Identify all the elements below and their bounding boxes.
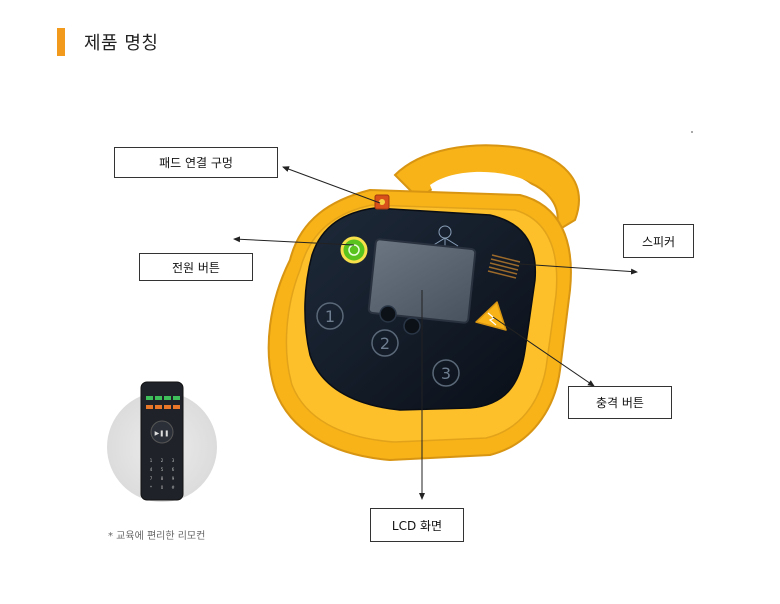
remote-key: 0 (161, 485, 164, 490)
step-label: 2 (380, 334, 390, 353)
speck (691, 131, 693, 133)
pad-connector-port (374, 194, 390, 210)
shock-button[interactable] (475, 301, 507, 331)
step-button-1[interactable]: 1 (316, 302, 344, 330)
page-title: 제품 명칭 (84, 33, 159, 54)
remote-key: 8 (161, 476, 164, 481)
remote-play-label: ▶❚❚ (155, 430, 170, 437)
remote-key: 7 (150, 476, 153, 481)
remote-key: 5 (161, 467, 164, 472)
callout-power-button: 전원 버튼 (139, 253, 253, 281)
callout-pad-port: 패드 연결 구멍 (114, 147, 278, 178)
leader-power (233, 236, 355, 246)
power-button[interactable] (340, 236, 368, 264)
remote-key: 2 (161, 458, 164, 463)
remote-key: 3 (172, 458, 175, 463)
leader-pad-port (282, 166, 381, 204)
remote-keypad: 1 2 3 4 5 6 7 8 9 * 0 # (150, 458, 176, 490)
speaker-grille (487, 254, 521, 279)
callout-speaker: 스피커 (623, 224, 694, 258)
aed-trainer-device: 1 2 3 (267, 144, 580, 462)
step-label: 3 (441, 364, 451, 383)
leader-speaker (519, 263, 638, 275)
remote-key: 9 (172, 476, 175, 481)
remote-key: 6 (172, 467, 175, 472)
callout-lcd-screen: LCD 화면 (370, 508, 464, 542)
step-label: 1 (325, 307, 335, 326)
leader-lines (233, 166, 638, 500)
remote-play-icon (150, 420, 174, 444)
remote-key: 4 (150, 467, 153, 472)
remote-caption: * 교육에 편리한 리모컨 (108, 531, 206, 542)
callout-shock-button: 충격 버튼 (568, 386, 672, 419)
remote-key: 1 (150, 458, 153, 463)
title-accent-bar (57, 28, 65, 56)
remote-key: * (150, 485, 152, 490)
round-key[interactable] (379, 305, 397, 323)
remote-key: # (171, 485, 175, 490)
lcd-screen (367, 238, 477, 324)
step-button-3[interactable]: 3 (432, 359, 460, 387)
remote-control: ▶❚❚ 1 2 3 4 5 6 7 8 9 * 0 # (107, 381, 217, 502)
step-button-2[interactable]: 2 (371, 329, 399, 357)
round-key[interactable] (403, 317, 421, 335)
leader-shock (492, 316, 595, 387)
